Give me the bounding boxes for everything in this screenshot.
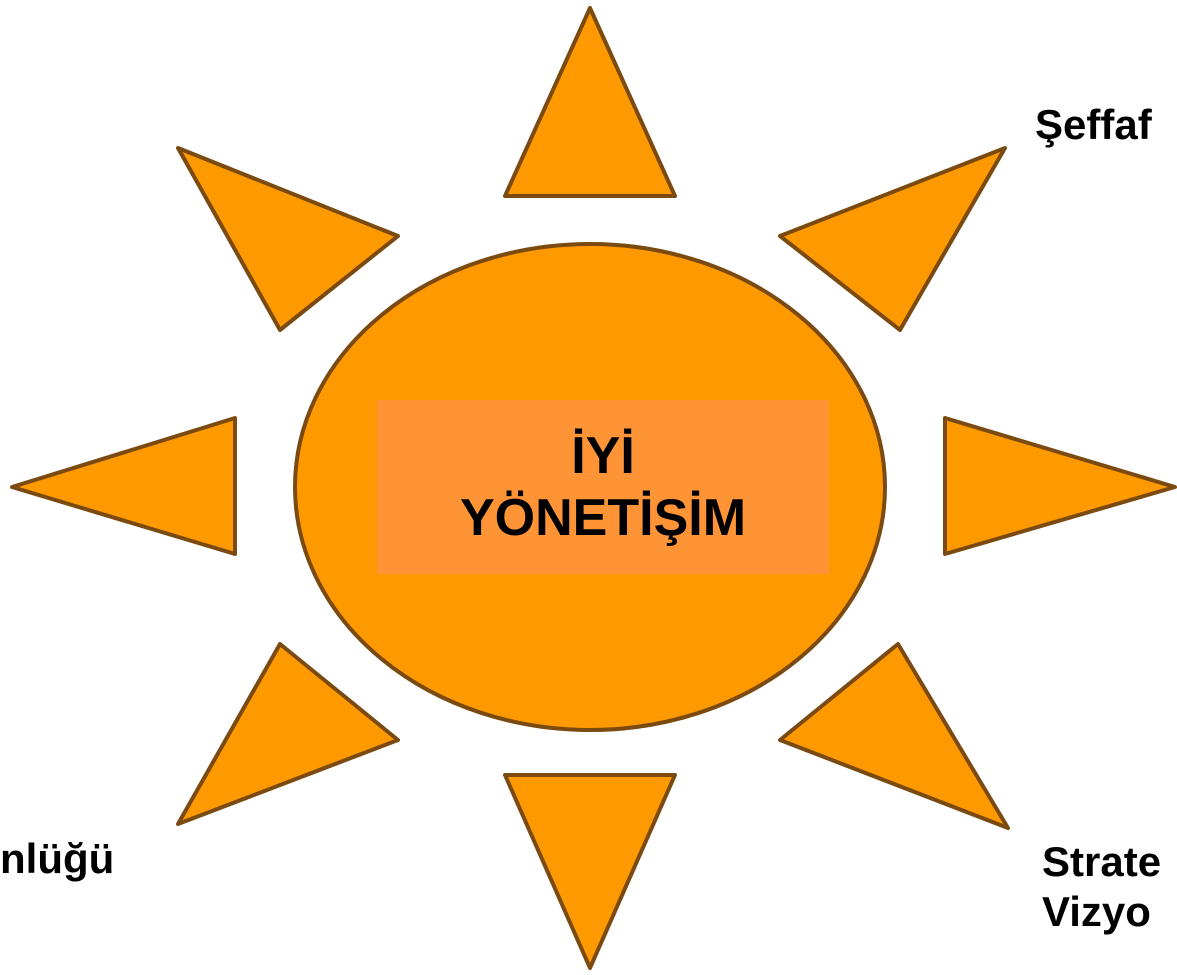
sun-ray-bottom: [503, 773, 677, 970]
label-bottom-left: nlüğü: [0, 835, 115, 882]
sun-ray-top: [503, 6, 677, 198]
label-top-right: Şeffaf: [1035, 101, 1152, 148]
sun-ray-right: [943, 416, 1177, 556]
sun-ray-left: [10, 416, 237, 556]
label-bottom-right-line-2: Vizyo: [1042, 888, 1151, 935]
title-line-2: YÖNETİŞİM: [459, 489, 747, 547]
title-box: İYİ YÖNETİŞİM: [377, 400, 829, 574]
sun-ray-top-left: [176, 146, 400, 332]
sun-ray-bottom-right: [778, 642, 1010, 830]
label-bottom-right-line-1: Strate: [1042, 838, 1162, 885]
label-bottom-right: Strate Vizyo: [1042, 837, 1161, 937]
sun-ray-bottom-left: [176, 642, 400, 826]
title-line-1: İYİ: [571, 427, 635, 485]
sun-ray-top-right: [778, 146, 1007, 332]
